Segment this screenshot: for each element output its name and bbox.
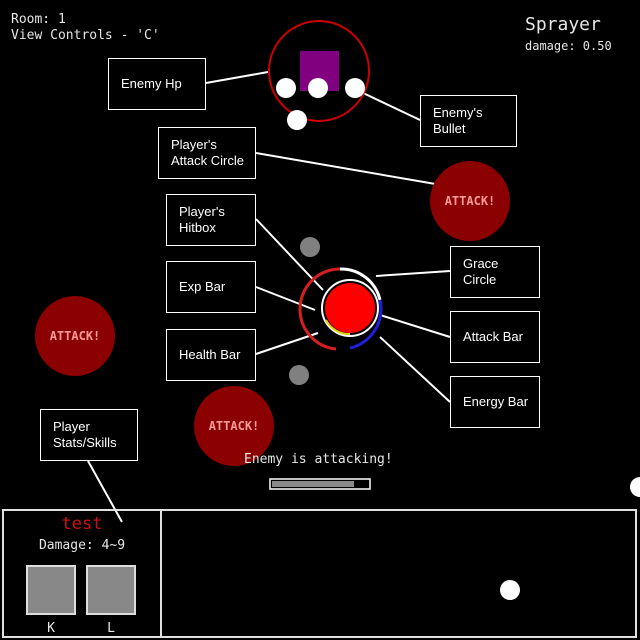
enemy-bullet [308, 78, 328, 98]
health-bar-arc [298, 267, 341, 351]
attack-circle: ATTACK! [35, 296, 115, 376]
callout-attack-bar: Attack Bar [450, 311, 540, 363]
grey-orb [300, 237, 320, 257]
enemy-bullet [500, 580, 520, 600]
grace-circle-arc [339, 267, 382, 301]
skill-key-k: K [47, 621, 55, 636]
enemy-bullet [345, 78, 365, 98]
exp-bar-arc [325, 319, 351, 336]
player [298, 267, 383, 351]
callout-health-bar: Health Bar [166, 329, 256, 381]
energy-bar-arc [349, 299, 383, 350]
enemy-name: Sprayer [525, 14, 601, 35]
callout-energy-bar: Energy Bar [450, 376, 540, 428]
callout-exp-bar: Exp Bar [166, 261, 256, 313]
callout-enemy-bullet: Enemy's Bullet [420, 95, 517, 147]
enemy-bullet [630, 477, 640, 497]
enemy-bullet [287, 110, 307, 130]
player-damage: Damage: 4~9 [38, 538, 126, 553]
grey-orb [289, 365, 309, 385]
skill-slot-l[interactable] [86, 565, 136, 615]
enemy-attack-progress-fill [272, 481, 354, 487]
attack-circle: ATTACK! [194, 386, 274, 466]
status-message: Enemy is attacking! [244, 452, 393, 467]
callout-grace-circle: Grace Circle [450, 246, 540, 298]
callout-enemy-hp: Enemy Hp [108, 58, 206, 110]
player-stats-panel: test Damage: 4~9 K L [2, 509, 162, 638]
attack-bar-ring [321, 279, 379, 337]
skill-key-l: L [107, 621, 115, 636]
callout-player-stats: Player Stats/Skills [40, 409, 138, 461]
skill-slot-k[interactable] [26, 565, 76, 615]
room-label: Room: 1 [11, 12, 66, 27]
attack-circle-label: ATTACK! [209, 419, 260, 433]
enemy-range-ring [268, 20, 370, 122]
player-name: test [61, 514, 103, 534]
attack-circle-label: ATTACK! [445, 194, 496, 208]
callout-connectors [87, 71, 451, 523]
enemy-bullet [276, 78, 296, 98]
player-hitbox [325, 283, 375, 333]
callout-player-attack-circle: Player's Attack Circle [158, 127, 256, 179]
attack-circle-label: ATTACK! [50, 329, 101, 343]
callout-player-hitbox: Player's Hitbox [166, 194, 256, 246]
attack-circle: ATTACK! [430, 161, 510, 241]
controls-hint: View Controls - 'C' [11, 28, 160, 43]
enemy-damage: damage: 0.50 [525, 39, 612, 53]
